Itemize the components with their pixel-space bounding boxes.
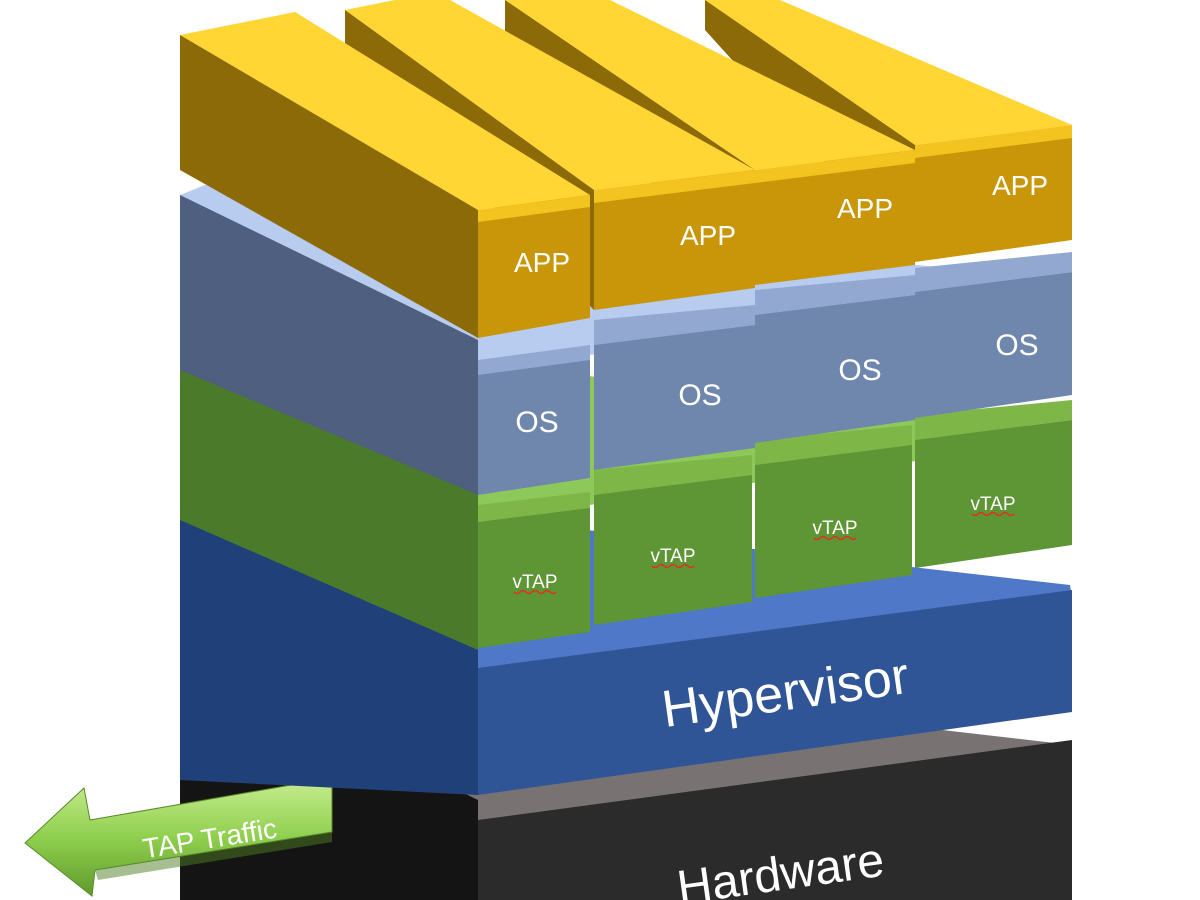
vtap-left-side xyxy=(180,340,478,650)
vtap-label-2: vTAP xyxy=(650,546,695,567)
os-front-4 xyxy=(915,272,1072,418)
vtap-label-4: vTAP xyxy=(970,494,1015,515)
vtap-front-2 xyxy=(594,475,752,625)
tap-arrow-shadow xyxy=(95,832,332,880)
vtap-block-4: vTAP xyxy=(915,400,1072,568)
os-front-2 xyxy=(594,325,755,470)
app-label-2: APP xyxy=(680,220,736,251)
vtap-squiggle-2 xyxy=(651,563,695,569)
vtap-block-1: vTAP xyxy=(478,492,590,648)
app-front-3 xyxy=(755,163,915,285)
vtap-squiggle-3 xyxy=(813,535,857,541)
vtap-label-3: vTAP xyxy=(812,518,857,539)
os-block-1: OS xyxy=(478,345,590,495)
os-label-3: OS xyxy=(838,354,881,387)
vtap-squiggle-4 xyxy=(971,511,1015,517)
hardware-front xyxy=(478,740,1072,900)
vtap-front-1 xyxy=(478,508,590,648)
vtap-block-2: vTAP xyxy=(594,455,752,625)
vtap-block-3: vTAP xyxy=(755,425,912,598)
os-label-4: OS xyxy=(995,329,1038,362)
os-front-1 xyxy=(478,360,590,495)
vtap-front-4 xyxy=(915,420,1072,568)
app-label-3: APP xyxy=(837,193,893,224)
os-block-2: OS xyxy=(594,305,755,470)
vtap-front-3 xyxy=(755,445,912,598)
os-block-3: OS xyxy=(755,275,915,443)
os-block-4: OS xyxy=(915,252,1072,418)
os-left-side xyxy=(180,195,478,495)
hypervisor-front xyxy=(478,590,1072,795)
os-label-2: OS xyxy=(678,379,721,412)
app-block-1: APP xyxy=(180,12,590,338)
os-front-3 xyxy=(755,295,915,443)
app-label-1: APP xyxy=(514,247,570,278)
app-front-1 xyxy=(478,207,590,338)
os-label-1: OS xyxy=(515,406,558,439)
app-layer: APP APP APP APP xyxy=(180,0,1072,338)
app-label-4: APP xyxy=(992,170,1048,201)
hypervisor-left-side xyxy=(180,495,478,795)
vtap-label-1: vTAP xyxy=(512,572,557,593)
app-front-4 xyxy=(915,138,1072,262)
app-front-2 xyxy=(594,183,755,310)
vtap-squiggle-1 xyxy=(513,589,557,595)
